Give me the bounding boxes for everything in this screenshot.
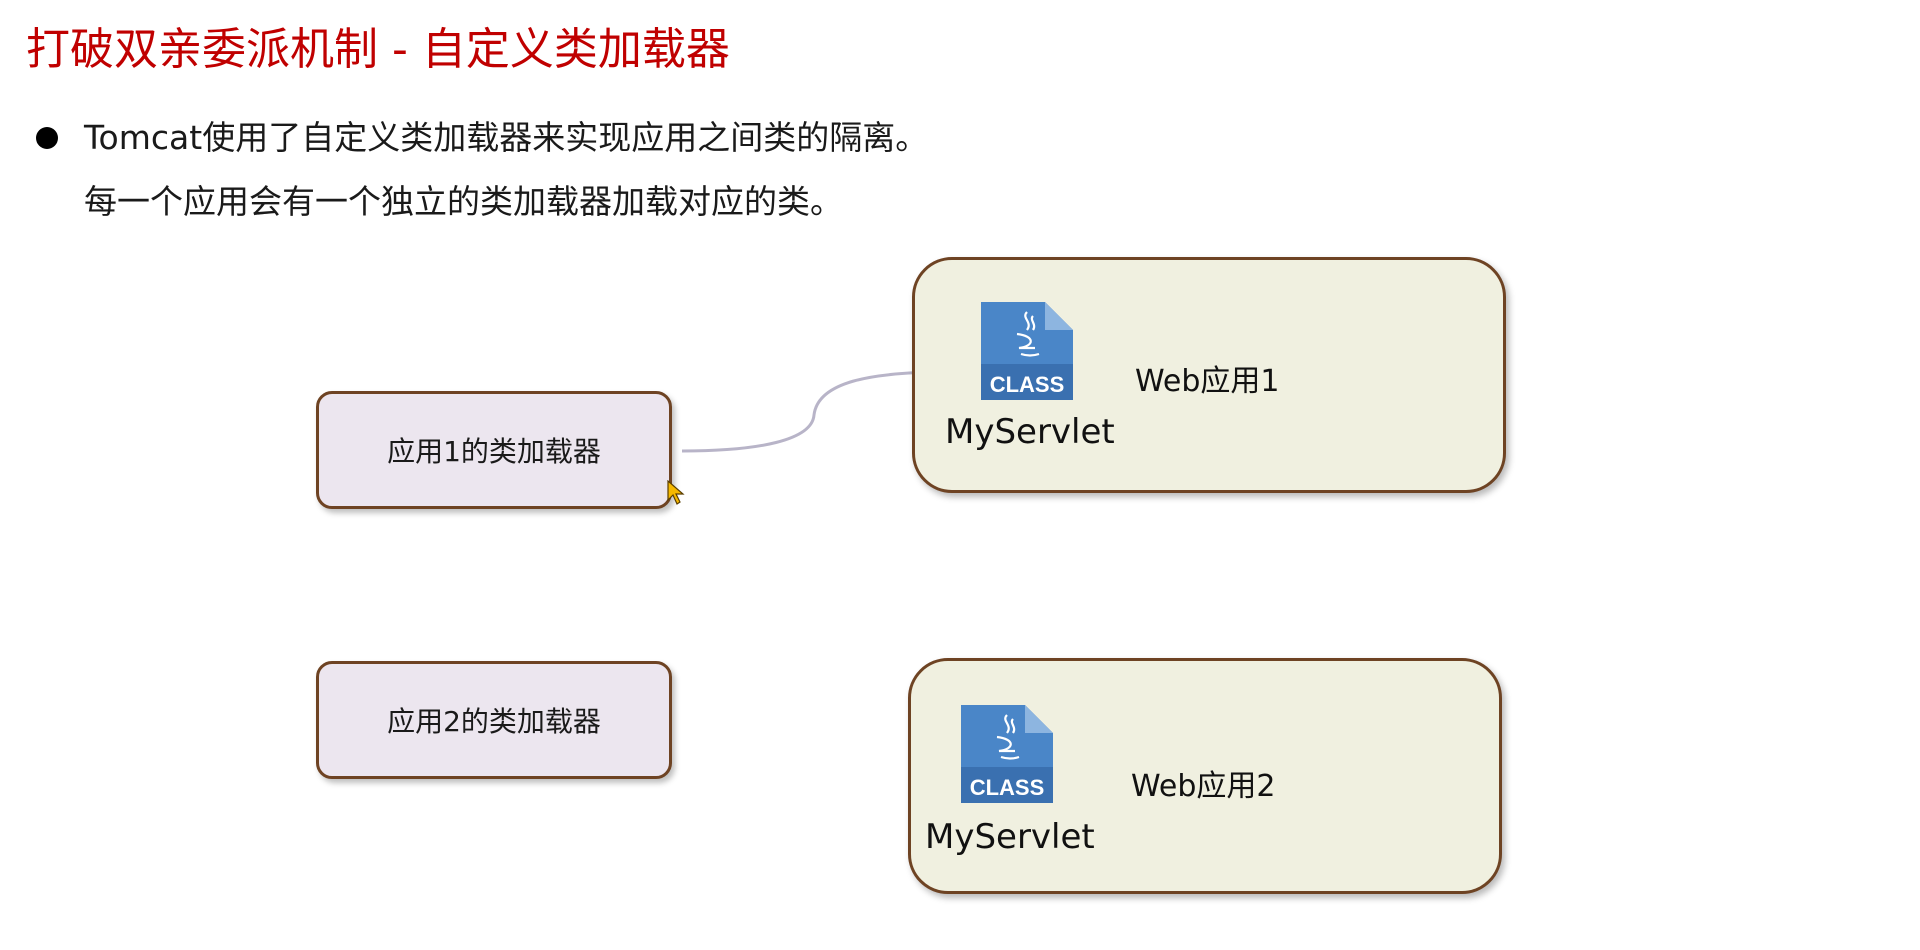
app1-classloader-box: 应用1的类加载器 (316, 391, 672, 509)
app2-class-label: MyServlet (925, 817, 1095, 857)
class-icon-text: CLASS (970, 775, 1045, 800)
slide-title: 打破双亲委派机制 - 自定义类加载器 (26, 24, 730, 75)
app1-name: Web应用1 (1135, 364, 1280, 399)
web-app-1-box: CLASS MyServlet Web应用1 (912, 257, 1506, 493)
app2-classloader-box: 应用2的类加载器 (316, 661, 672, 779)
loader1-to-app1-arrow (681, 357, 954, 453)
bullet-text-line-2: 每一个应用会有一个独立的类加载器加载对应的类。 (84, 182, 843, 221)
java-class-file-icon: CLASS (981, 302, 1073, 400)
web-app-2-box: CLASS MyServlet Web应用2 (908, 658, 1502, 894)
app2-name: Web应用2 (1131, 769, 1276, 804)
bullet-text-line-1: Tomcat使用了自定义类加载器来实现应用之间类的隔离。 (84, 118, 929, 157)
app2-classloader-label: 应用2的类加载器 (387, 705, 601, 738)
app1-class-label: MyServlet (945, 412, 1115, 452)
bullet-dot-icon (36, 127, 58, 149)
class-icon-text: CLASS (990, 372, 1065, 397)
mouse-cursor-icon (667, 480, 685, 505)
java-class-file-icon: CLASS (961, 705, 1053, 803)
app1-classloader-label: 应用1的类加载器 (387, 435, 601, 468)
